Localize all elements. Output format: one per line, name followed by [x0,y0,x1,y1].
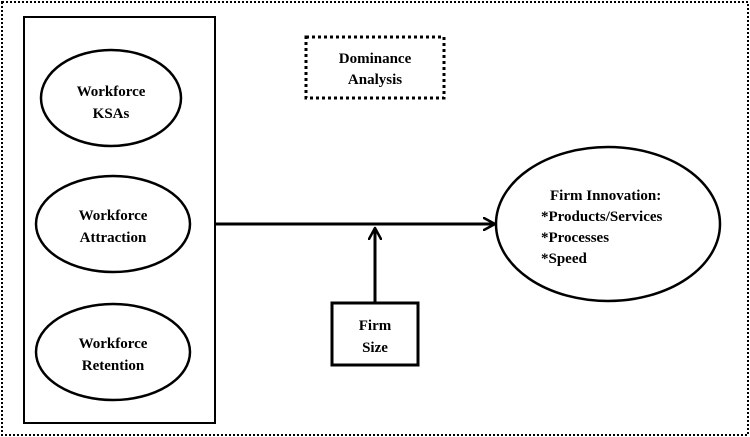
firm-innovation-item: *Speed [541,251,588,267]
firm-innovation-node [494,145,722,303]
dominance-analysis-line1: Dominance [339,51,412,67]
predictor-retention-line1: Workforce [79,336,148,352]
dominance-analysis-line2: Analysis [348,72,402,88]
predictor-retention-node [34,302,192,402]
predictor-attraction-node [34,174,192,274]
firm-size-line1: Firm [359,318,392,334]
firm-size-line2: Size [362,340,388,356]
predictor-retention-line2: Retention [82,358,145,374]
predictor-ksas-line1: Workforce [77,84,146,100]
firm-size-box [330,301,420,367]
predictor-ksas-node [39,48,183,148]
predictor-attraction-line1: Workforce [79,208,148,224]
predictor-ksas-line2: KSAs [93,106,130,122]
firm-innovation-title: Firm Innovation: [550,188,661,204]
firm-innovation-item: *Processes [541,230,609,246]
predictor-attraction-line2: Attraction [80,230,147,246]
firm-innovation-item: *Products/Services [541,209,663,225]
dominance-analysis-box [304,35,446,100]
